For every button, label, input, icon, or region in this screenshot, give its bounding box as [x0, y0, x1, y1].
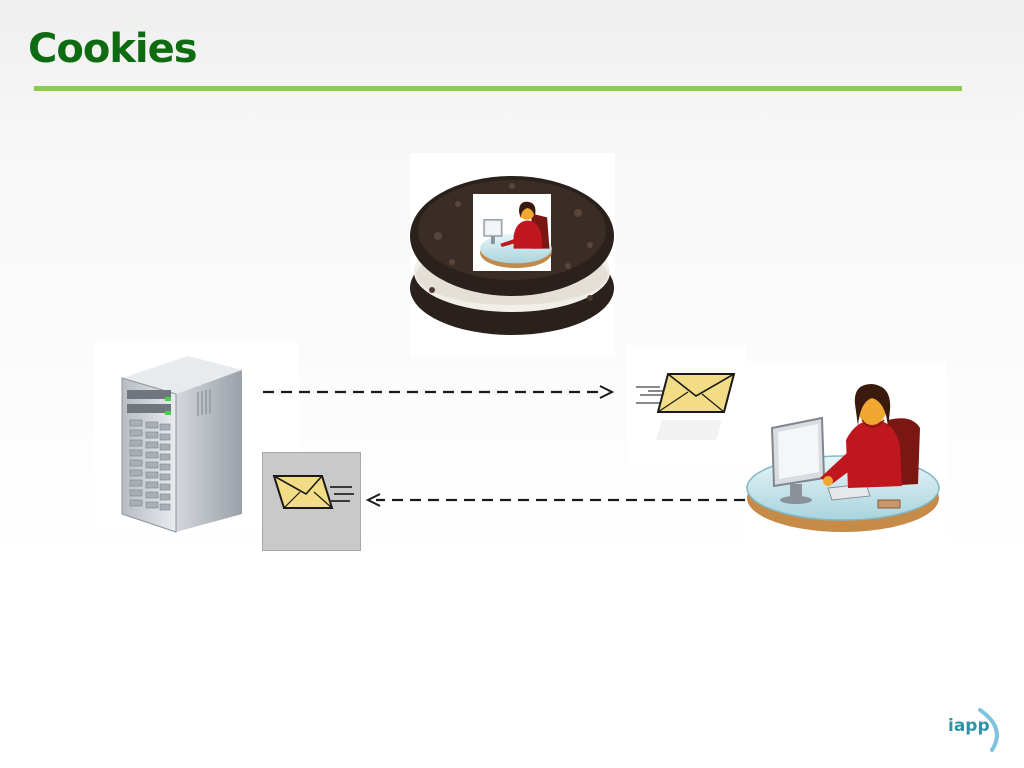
user-to-server-request-arrow	[365, 493, 745, 507]
envelope-panel	[626, 345, 746, 465]
iapp-logo: iapp	[948, 716, 990, 736]
slide-title: Cookies	[28, 26, 198, 72]
title-underline	[34, 86, 962, 91]
cookie-panel	[410, 153, 615, 357]
returned-envelope-box	[262, 452, 361, 551]
user-panel	[746, 361, 947, 546]
server-to-user-request-arrow	[263, 385, 615, 399]
